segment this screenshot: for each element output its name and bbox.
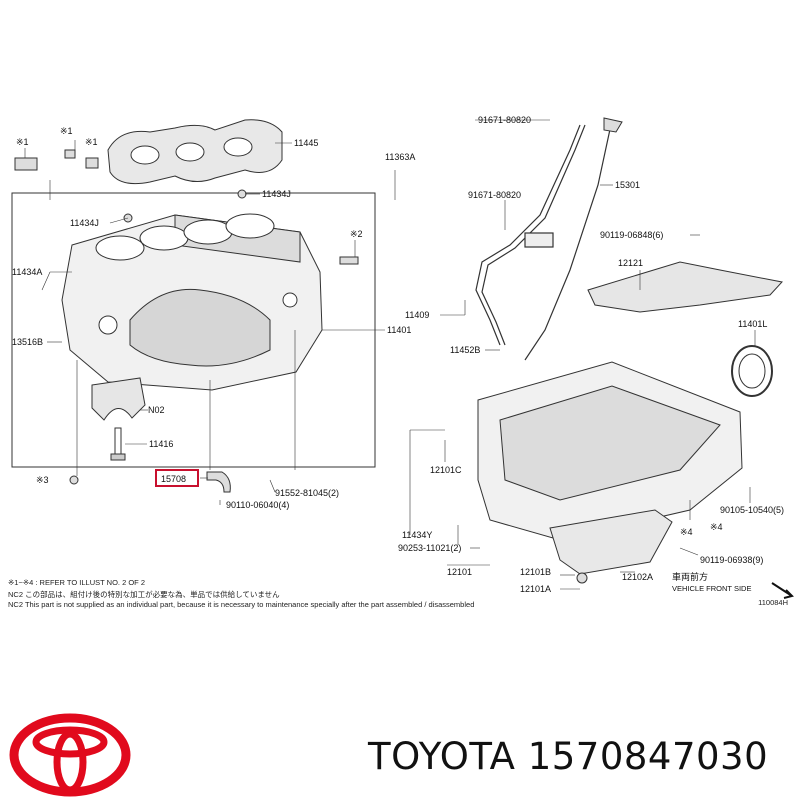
cylinder-bore-2 xyxy=(139,225,189,251)
clip-small-1 xyxy=(85,157,99,169)
callout: 11409 xyxy=(405,310,429,320)
plug-small xyxy=(237,189,247,199)
rear-oil-seal-inner xyxy=(738,353,766,389)
callout: 90110-06040(4) xyxy=(226,500,289,510)
callout: 11401 xyxy=(387,325,411,335)
callout: ※4 xyxy=(680,527,693,537)
callout: ※4 xyxy=(710,522,723,532)
callout: 12101A xyxy=(520,584,551,594)
diagram-note-nc2-en: NC2 This part is not supplied as an indi… xyxy=(8,600,475,609)
brand-name: TOYOTA xyxy=(368,735,516,778)
baffle-plate xyxy=(587,261,783,313)
cylinder-bore-1 xyxy=(95,235,145,261)
callout: 90119-06848(6) xyxy=(600,230,663,240)
callout: 91552-81045(2) xyxy=(275,488,339,498)
head-cover xyxy=(107,119,283,185)
vehicle-front-jp: 車両前方 xyxy=(672,571,708,582)
callout: 11434J xyxy=(70,218,99,228)
callout: 12101 xyxy=(447,567,472,577)
diagram-note-nc2-jp: NC2 この部品は、組付け後の特別な加工が必要な為、単品では供給していません xyxy=(8,590,280,599)
callout: 13516B xyxy=(12,337,43,347)
callout: 90119-06938(9) xyxy=(700,555,763,565)
knock-sensor xyxy=(14,157,38,171)
oil-jet xyxy=(206,471,231,493)
callout: N02 xyxy=(148,405,165,415)
callout: 11434Y xyxy=(402,530,432,540)
callout: 11363A xyxy=(385,152,415,162)
callout: 11401L xyxy=(738,319,767,329)
callout: 11452B xyxy=(450,345,480,355)
callout: ※2 xyxy=(350,229,363,239)
washer-small xyxy=(69,475,79,485)
callout: ※1 xyxy=(60,126,73,136)
drain-plug xyxy=(576,572,588,584)
leader-lines xyxy=(24,119,756,590)
engine-block xyxy=(61,213,323,391)
callout: 91671-80820 xyxy=(468,190,521,200)
callout-labels: ※1 ※1 ※1 11445 11363A 11434J 11434J ※2 1… xyxy=(12,115,784,594)
callout: 12102A xyxy=(622,572,653,582)
oil-pan-upper xyxy=(477,361,743,541)
callout: 11434J xyxy=(262,189,291,199)
callout: 12121 xyxy=(618,258,643,268)
illustration-code: 110084H xyxy=(758,598,788,607)
callout: 12101C xyxy=(430,465,462,475)
part-number: 1570847030 xyxy=(527,735,769,778)
callout: 11434A xyxy=(12,267,42,277)
straight-pin xyxy=(339,256,359,265)
callout: 11416 xyxy=(149,439,173,449)
bolt-small-1 xyxy=(64,149,76,159)
callout: 90105-10540(5) xyxy=(720,505,784,515)
vehicle-front-arrow xyxy=(771,582,794,599)
bearing-cap-bolt xyxy=(110,427,126,461)
cylinder-bore-3 xyxy=(183,219,233,245)
callout: 15301 xyxy=(615,180,640,190)
vehicle-front-label: VEHICLE FRONT SIDE xyxy=(672,584,751,593)
callout: 91671-80820 xyxy=(478,115,531,125)
callout: ※3 xyxy=(36,475,49,485)
callout: 12101B xyxy=(520,567,551,577)
target-part-callout: 15708 xyxy=(161,474,186,484)
cylinder-bore-4 xyxy=(225,213,275,239)
callout: ※1 xyxy=(85,137,98,147)
oil-pan-lower xyxy=(549,509,673,575)
brand-line: TOYOTA 1570847030 xyxy=(368,735,768,778)
callout: ※1 xyxy=(16,137,29,147)
target-part-highlight xyxy=(155,469,199,487)
diagram-note-refer: ※1~※4 : REFER TO ILLUST NO. 2 OF 2 xyxy=(8,578,145,587)
dipstick-handle xyxy=(603,117,623,133)
dipstick-assembly xyxy=(475,119,613,361)
callout: 90253-11021(2) xyxy=(398,543,461,553)
bearing-cap xyxy=(91,377,146,421)
callout: 11445 xyxy=(294,138,318,148)
toyota-logo-icon xyxy=(9,713,131,797)
